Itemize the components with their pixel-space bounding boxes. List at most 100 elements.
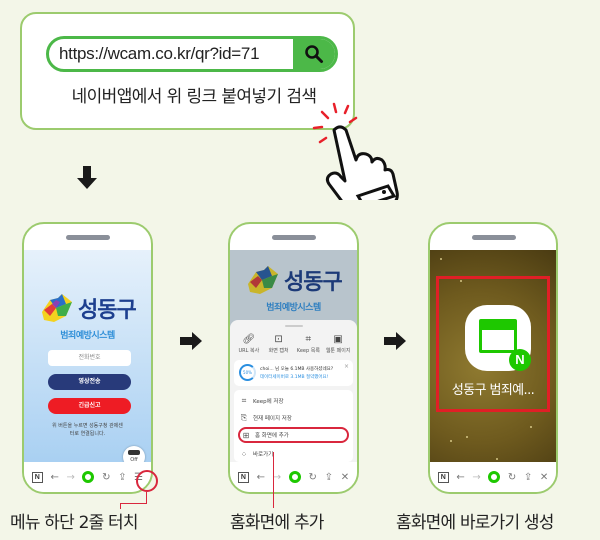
url-search-bar[interactable]: https://wcam.co.kr/qr?id=71 <box>46 36 338 72</box>
action-capture[interactable]: ⊡화면 캡처 <box>265 334 293 354</box>
search-icon <box>305 45 323 63</box>
back-icon[interactable]: ← <box>50 471 59 483</box>
sparkle <box>460 280 462 282</box>
back-icon[interactable]: ← <box>256 471 265 483</box>
naver-badge-icon: N <box>509 349 531 371</box>
connector-line <box>120 503 121 509</box>
video-send-button[interactable]: 영상전송 <box>48 374 131 390</box>
connector-line <box>120 492 147 504</box>
browser-menu-sheet: 🔗︎URL 복사 ⊡화면 캡처 ⌗Keep 목록 ▣웹툰 페이지 50% cho… <box>230 320 357 462</box>
add-home-icon: ⊞ <box>242 430 250 440</box>
cctv-label: Off <box>130 457 138 463</box>
reload-icon[interactable]: ↻ <box>308 471 317 483</box>
home-icon[interactable] <box>82 471 95 483</box>
action-web-page[interactable]: ▣웹툰 페이지 <box>325 334 351 354</box>
reload-icon[interactable]: ↻ <box>102 471 111 483</box>
phone-screen: 성동구 범죄예방시스템 전화번호 영상전송 긴급신고 위 버튼을 누르면 성동구… <box>24 250 151 468</box>
share-icon[interactable]: ⇪ <box>523 471 533 483</box>
sparkle <box>440 258 442 260</box>
data-usage-text: choi... 님 오늘 6.1MB 사용하셨네요? <box>260 367 334 372</box>
save-page-icon: ⎘ <box>240 413 248 422</box>
menu-item-shortcut[interactable]: ⁘바로가기 <box>238 446 349 462</box>
shortcut-label: 성동구 범죄예... <box>451 383 535 398</box>
home-screen: N 성동구 범죄예... <box>430 250 556 462</box>
capture-icon: ⊡ <box>274 334 283 345</box>
naver-n-icon[interactable]: N <box>237 471 249 483</box>
phone-speaker <box>66 235 110 240</box>
logo-text: 성동구 <box>284 270 343 295</box>
phone-step2: 성동구 범죄예방시스템 🔗︎URL 복사 ⊡화면 캡처 ⌗Keep 목록 ▣웹툰… <box>228 222 359 494</box>
close-icon[interactable]: ✕ <box>340 471 350 483</box>
arrow-right-icon <box>384 332 406 350</box>
forward-icon[interactable]: → <box>272 471 282 483</box>
menu-list: ⌗Keep에 저장 ⎘현재 페이지 저장 ⊞홈 화면에 추가 ⁘바로가기 <box>234 390 353 462</box>
share-icon[interactable]: ⇪ <box>324 471 334 483</box>
phone-number-input[interactable]: 전화번호 <box>48 350 131 366</box>
pointing-hand-icon <box>312 102 399 200</box>
seongdong-logo-icon <box>248 266 278 294</box>
browser-window-icon <box>479 319 517 353</box>
system-subtitle: 범죄예방시스템 <box>60 331 115 341</box>
system-subtitle: 범죄예방시스템 <box>266 303 321 313</box>
notice-line-2: 터로 연결됩니다. <box>69 431 106 437</box>
phone-speaker <box>472 235 516 240</box>
sheet-handle[interactable] <box>285 325 303 327</box>
logo-text: 성동구 <box>78 298 137 323</box>
sparkle <box>450 440 452 442</box>
phone-step1: 성동구 범죄예방시스템 전화번호 영상전송 긴급신고 위 버튼을 누르면 성동구… <box>22 222 153 494</box>
forward-icon[interactable]: → <box>66 471 75 483</box>
browser-bottom-bar: N ← → ↻ ⇪ ✕ <box>430 462 556 492</box>
reload-icon[interactable]: ↻ <box>507 471 517 483</box>
shortcut-highlight-frame: N 성동구 범죄예... <box>436 276 550 412</box>
menu-highlight-ring <box>136 470 158 492</box>
search-button[interactable] <box>293 39 335 69</box>
shortcut-app-icon[interactable]: N <box>465 305 531 371</box>
sparkle <box>466 436 468 438</box>
menu-item-add-home[interactable]: ⊞홈 화면에 추가 <box>238 427 349 443</box>
seongdong-logo: 성동구 <box>246 264 343 296</box>
cctv-icon <box>128 450 140 455</box>
web-icon: ▣ <box>333 334 343 345</box>
emergency-report-button[interactable]: 긴급신고 <box>48 398 131 414</box>
share-icon[interactable]: ⇪ <box>118 471 127 483</box>
caption-step2: 홈화면에 추가 <box>230 513 324 533</box>
back-icon[interactable]: ← <box>456 471 465 483</box>
browser-bottom-bar: N ← → ↻ ⇪ ☰ <box>24 462 151 492</box>
naver-n-icon[interactable]: N <box>437 471 449 483</box>
action-url-copy[interactable]: 🔗︎URL 복사 <box>235 334 263 354</box>
data-saver-card[interactable]: 50% choi... 님 오늘 6.1MB 사용하셨네요? 데이터세이버로 3… <box>234 360 353 386</box>
caption-step1: 메뉴 하단 2줄 터치 <box>10 513 139 533</box>
phone-step3: N 성동구 범죄예... N ← → ↻ ⇪ ✕ <box>428 222 558 494</box>
arrow-down-icon <box>77 166 97 189</box>
instruction-caption: 네이버앱에서 위 링크 붙여넣기 검색 <box>71 87 317 107</box>
phone-screen: 성동구 범죄예방시스템 🔗︎URL 복사 ⊡화면 캡처 ⌗Keep 목록 ▣웹툰… <box>230 250 357 462</box>
forward-icon[interactable]: → <box>472 471 481 483</box>
sparkle <box>496 458 498 460</box>
close-icon[interactable]: ✕ <box>539 471 549 483</box>
sparkle <box>530 426 532 428</box>
phone-speaker <box>272 235 316 240</box>
connector-line <box>273 452 274 508</box>
instruction-card: https://wcam.co.kr/qr?id=71 네이버앱에서 위 링크 … <box>20 12 355 130</box>
seongdong-logo: 성동구 <box>40 292 137 324</box>
link-icon: 🔗︎ <box>242 334 256 345</box>
action-keep-list[interactable]: ⌗Keep 목록 <box>294 334 322 354</box>
close-icon[interactable]: × <box>343 363 349 370</box>
sheet-actions: 🔗︎URL 복사 ⊡화면 캡처 ⌗Keep 목록 ▣웹툰 페이지 <box>234 334 353 354</box>
notice-line-1: 위 버튼을 누르면 성동구청 관제센 <box>52 423 123 429</box>
shortcut-icon: ⁘ <box>240 449 248 459</box>
data-saved-text: 데이터세이버로 3.1MB 절약했어요! <box>260 375 329 380</box>
arrow-right-icon <box>180 332 202 350</box>
naver-n-icon[interactable]: N <box>31 471 43 483</box>
url-text[interactable]: https://wcam.co.kr/qr?id=71 <box>59 44 260 63</box>
menu-item-keep-save[interactable]: ⌗Keep에 저장 <box>238 393 349 409</box>
home-icon[interactable] <box>488 471 501 483</box>
notice-text: 위 버튼을 누르면 성동구청 관제센 터로 연결됩니다. <box>32 422 143 438</box>
home-icon[interactable] <box>288 471 301 483</box>
caption-step3: 홈화면에 바로가기 생성 <box>396 513 554 533</box>
keep-icon: ⌗ <box>241 396 247 405</box>
keep-icon: ⌗ <box>305 334 312 345</box>
browser-bottom-bar: N ← → ↻ ⇪ ✕ <box>230 462 357 492</box>
menu-item-save-page[interactable]: ⎘현재 페이지 저장 <box>238 410 349 426</box>
